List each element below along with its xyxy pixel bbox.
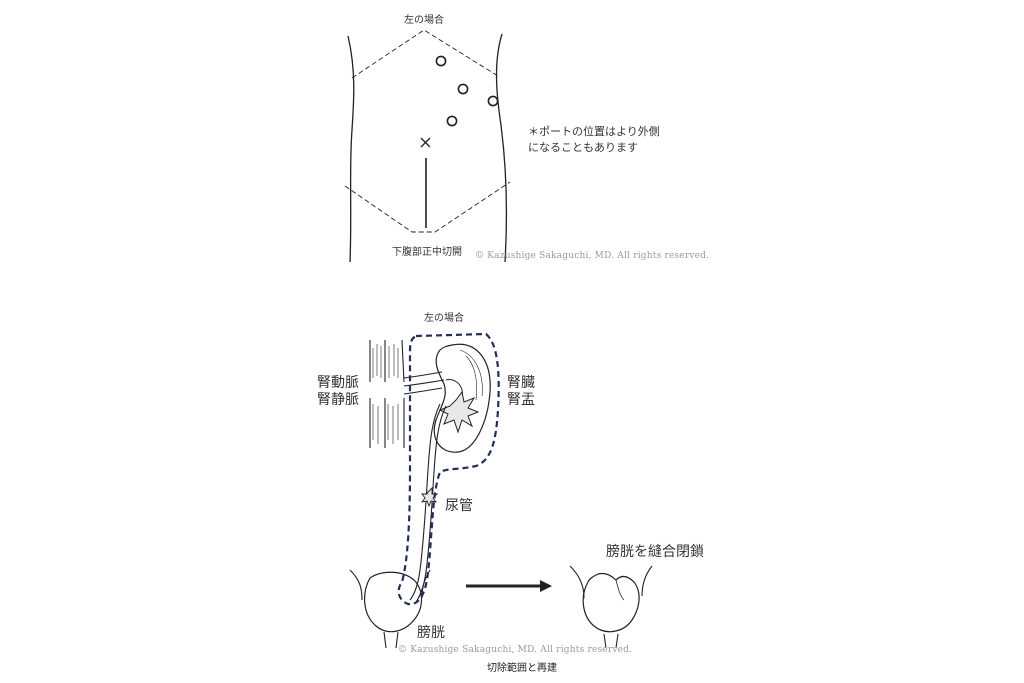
closure-label: 膀胱を縫合閉鎖 [606,544,704,560]
renal-vessel-branch [403,387,443,395]
tumor-mass [438,390,480,434]
kidney-cortex-shading [459,349,483,401]
kidney-outline [433,343,491,453]
port-note-line2: になることもあります [528,141,638,154]
reconstructed-bladder-left-wall [569,565,585,599]
bladder-label: 膀胱 [417,625,445,641]
vessel-hatching [372,344,399,444]
great-vessel-right-wall [401,339,405,448]
renal-vein [403,379,445,387]
top-figure-title: 左の場合 [404,15,444,26]
abdomen-left-contour [347,35,355,263]
figure-caption: 切除範囲と再建 [487,663,557,674]
resection-boundary [397,332,500,606]
port-site-3 [487,95,499,107]
kidney-label: 腎臓 [507,375,535,391]
umbilicus-mark [420,137,431,148]
reconstruction-arrowhead [540,580,552,592]
ureter [409,403,441,601]
urinary-tract-figure [349,332,653,649]
renal-pelvis-label: 腎盂 [507,392,535,408]
port-site-2 [457,83,469,95]
bottom-copyright: © Kazushige Sakaguchi, MD. All rights re… [398,645,633,655]
bladder-neck [383,631,399,649]
abdomen-right-contour [495,33,508,263]
rib-margin-line [351,29,499,79]
ureter-label: 尿管 [445,498,473,514]
bottom-figure-title: 左の場合 [424,313,464,324]
abdomen-figure [344,29,511,263]
reconstructed-bladder-outline [582,572,640,633]
port-site-4 [446,115,458,127]
renal-artery-label: 腎動脈 [317,375,359,391]
bladder-left-wall [349,569,363,601]
renal-vein-label: 腎静脈 [317,392,359,408]
bladder-outline [364,571,423,633]
reconstructed-bladder-right-wall [641,565,653,597]
incision-label: 下腹部正中切開 [392,247,462,258]
ureter-tumor [420,486,439,508]
suture-line [615,579,625,601]
inguinal-line [344,181,511,233]
port-site-1 [435,55,447,67]
port-note-line1: ＊ポートの位置はより外側 [528,125,660,138]
top-copyright: © Kazushige Sakaguchi, MD. All rights re… [475,251,710,261]
reconstructed-bladder-neck [603,633,619,649]
